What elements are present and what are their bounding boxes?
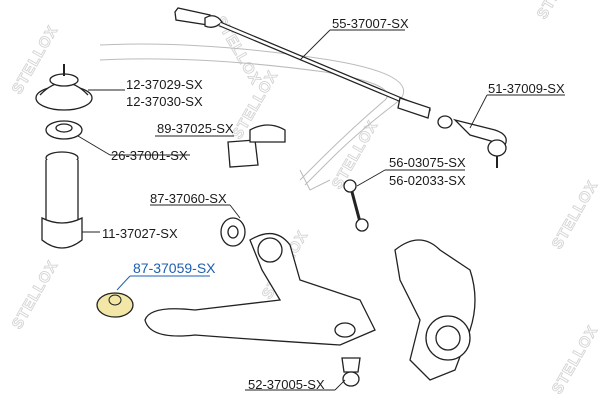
watermark: STELLOX — [329, 118, 382, 192]
part-label-56-03075-sx: 56-03075-SX — [389, 155, 466, 170]
part-label-55-37007-sx: 55-37007-SX — [332, 16, 409, 31]
part-label-52-37005-sx: 52-37005-SX — [248, 377, 325, 392]
part-label-51-37009-sx: 51-37009-SX — [488, 81, 565, 96]
ball-joint — [341, 357, 361, 387]
steering-knuckle — [394, 239, 476, 381]
part-label-12-37030-sx: 12-37030-SX — [126, 94, 203, 109]
stabilizer-link — [343, 179, 369, 232]
bump-plate — [45, 120, 83, 140]
stabilizer-bushing — [227, 124, 286, 168]
rear-arm-bushing-highlighted — [96, 292, 134, 318]
watermark: STELLOX — [549, 178, 600, 252]
dust-boot — [41, 151, 83, 249]
lower-control-arm — [144, 233, 376, 346]
tie-rod — [174, 7, 431, 119]
part-label-26-37001-sx: 26-37001-SX — [111, 148, 188, 163]
part-label-12-37029-sx: 12-37029-SX — [126, 77, 203, 92]
front-arm-bushing — [220, 217, 246, 247]
watermark: STELLOX — [9, 258, 62, 332]
part-label-87-37059-sx[interactable]: 87-37059-SX — [133, 260, 216, 276]
watermark: STELLOX — [534, 0, 587, 22]
watermark: STELLOX — [549, 323, 600, 397]
tie-rod-end — [437, 115, 507, 168]
part-label-11-37027-sx: 11-37027-SX — [102, 226, 178, 241]
part-label-87-37060-sx: 87-37060-SX — [150, 191, 227, 206]
part-label-89-37025-sx: 89-37025-SX — [157, 121, 234, 136]
strut-mount — [35, 64, 93, 111]
part-label-56-02033-sx: 56-02033-SX — [389, 173, 466, 188]
